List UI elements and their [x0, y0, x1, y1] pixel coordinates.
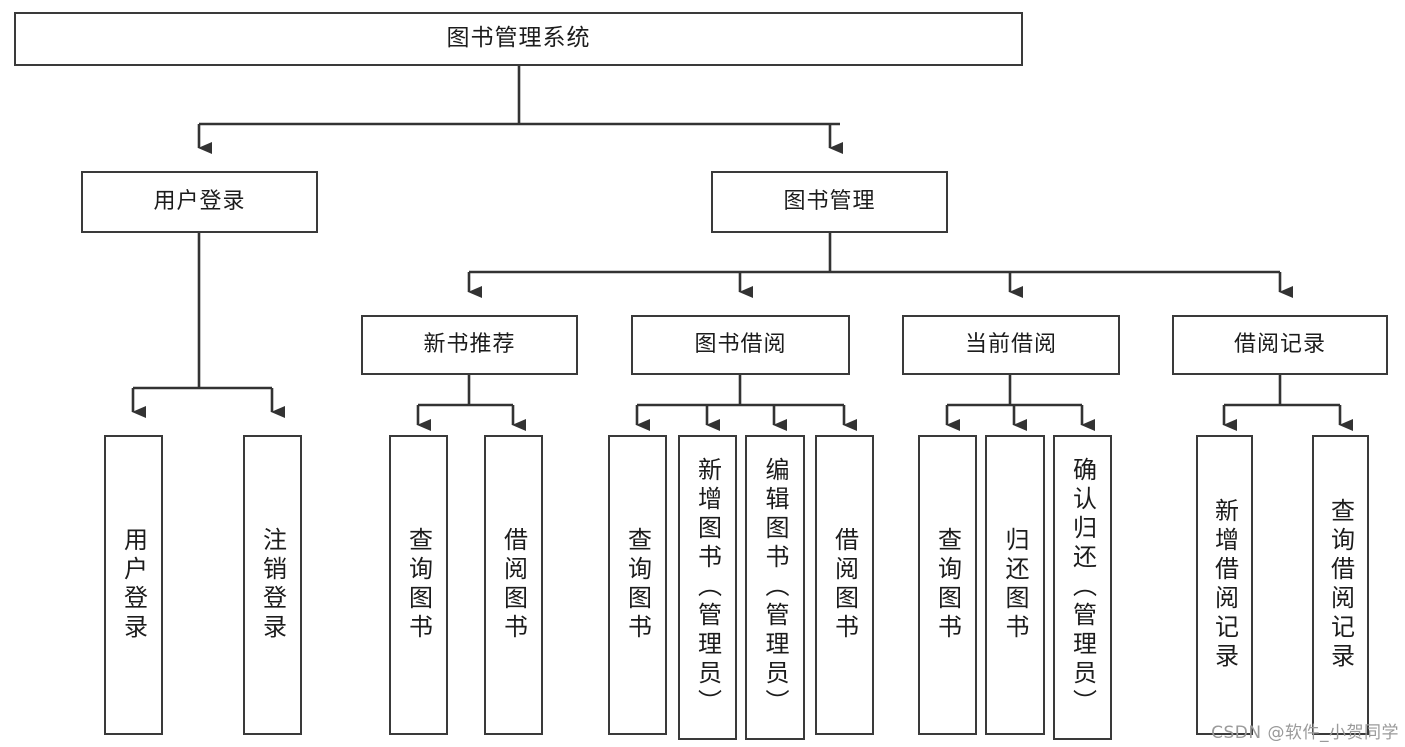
node-label: 借阅图书	[830, 527, 859, 643]
node-new-book-recommend[interactable]: 新书推荐	[361, 315, 578, 375]
node-label: 注销登录	[258, 527, 287, 643]
node-leaf-edit-book[interactable]: 编辑图书（管理员）	[745, 435, 805, 740]
node-book-borrow[interactable]: 图书借阅	[631, 315, 850, 375]
node-label: 新书推荐	[423, 331, 516, 357]
node-label: 图书管理系统	[446, 25, 591, 52]
node-leaf-add-record[interactable]: 新增借阅记录	[1196, 435, 1253, 735]
node-label: 查询图书	[404, 527, 433, 643]
node-label: 查询图书	[933, 527, 962, 643]
node-label: 确认归还（管理员）	[1068, 457, 1097, 718]
node-label: 借阅记录	[1233, 331, 1326, 357]
node-leaf-borrow-book-1[interactable]: 借阅图书	[484, 435, 543, 735]
node-label: 编辑图书（管理员）	[761, 457, 789, 718]
node-leaf-query-book-1[interactable]: 查询图书	[389, 435, 448, 735]
node-label: 借阅图书	[499, 527, 528, 643]
node-user-login[interactable]: 用户登录	[81, 171, 318, 233]
node-borrow-record[interactable]: 借阅记录	[1172, 315, 1388, 375]
node-leaf-add-book[interactable]: 新增图书（管理员）	[678, 435, 737, 740]
node-label: 用户登录	[153, 188, 246, 214]
node-current-borrow[interactable]: 当前借阅	[902, 315, 1120, 375]
node-label: 用户登录	[119, 527, 148, 643]
node-label: 查询借阅记录	[1326, 498, 1355, 672]
node-label: 归还图书	[1001, 527, 1029, 643]
node-leaf-logout-login[interactable]: 注销登录	[243, 435, 302, 735]
node-leaf-confirm-return[interactable]: 确认归还（管理员）	[1053, 435, 1112, 740]
node-leaf-borrow-book-2[interactable]: 借阅图书	[815, 435, 874, 735]
node-leaf-query-book-3[interactable]: 查询图书	[918, 435, 977, 735]
node-label: 查询图书	[623, 527, 652, 643]
node-label: 当前借阅	[964, 331, 1057, 357]
node-leaf-query-record[interactable]: 查询借阅记录	[1312, 435, 1369, 735]
node-leaf-user-login[interactable]: 用户登录	[104, 435, 163, 735]
node-leaf-return-book[interactable]: 归还图书	[985, 435, 1045, 735]
node-root-book-management-system[interactable]: 图书管理系统	[14, 12, 1023, 66]
node-leaf-query-book-2[interactable]: 查询图书	[608, 435, 667, 735]
csdn-watermark: CSDN @软件_小贺同学	[1211, 723, 1399, 743]
node-book-manage[interactable]: 图书管理	[711, 171, 948, 233]
node-label: 新增图书（管理员）	[693, 457, 722, 718]
node-label: 图书借阅	[694, 331, 787, 357]
node-label: 图书管理	[783, 188, 876, 214]
node-label: 新增借阅记录	[1210, 498, 1239, 672]
